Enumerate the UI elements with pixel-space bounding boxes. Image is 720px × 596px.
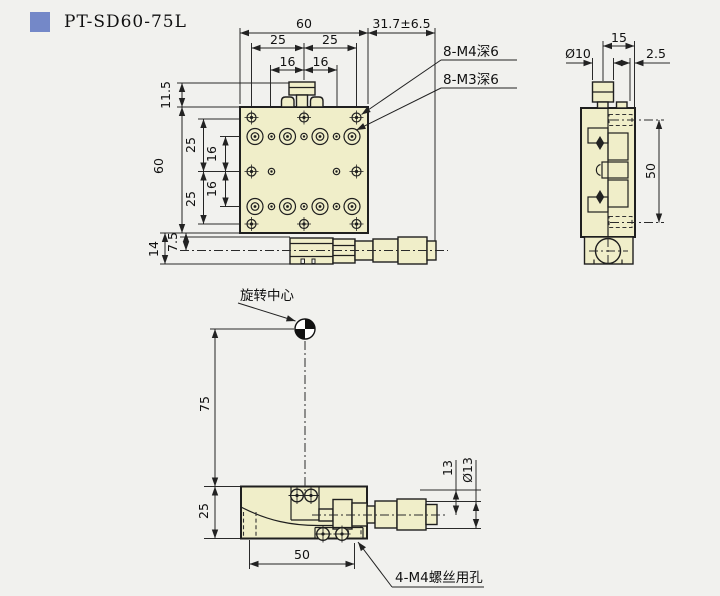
dim-knob-height: 11.5 (158, 81, 173, 109)
dim-v25-top: 25 (183, 137, 198, 153)
slider-profile (587, 127, 629, 213)
clamp-knob-stem (295, 94, 309, 108)
model-number: PT-SD60-75L (64, 12, 187, 32)
side-view-body (580, 81, 636, 265)
rotation-center-leader (237, 302, 296, 322)
pointer-marker (595, 136, 605, 150)
front-view: 4-M4螺丝用孔 旋转中心 75 25 13 Ø13 50 (196, 288, 484, 588)
dim-plate-thickness: 2.5 (646, 46, 666, 61)
dim-hole-left: 25 (270, 32, 286, 47)
dim-spindle-diameter: Ø13 (460, 457, 475, 483)
top-view-dimension-lines (161, 29, 435, 264)
top-view: 8-M4深6 8-M3深6 60 31.7±6.5 25 25 16 16 11… (146, 16, 517, 265)
front-view-callout: 4-M4螺丝用孔 (357, 541, 484, 588)
dim-knob-offset: 15 (611, 30, 627, 45)
hidden-base-hole-left (242, 512, 257, 537)
side-knob-stem (596, 101, 609, 109)
micrometer-mount-block (332, 498, 353, 530)
side-view: 15 Ø10 2.5 50 (565, 30, 670, 265)
knob-tab-left (280, 96, 295, 108)
top-view-dimension-labels: 60 31.7±6.5 25 25 16 16 11.5 60 25 16 16… (146, 16, 431, 257)
arc-guide-curve (240, 506, 362, 527)
front-view-extension-lines (204, 328, 481, 569)
rotation-center-symbol (294, 318, 316, 340)
side-top-tab (615, 101, 628, 109)
dim-stage-height: 25 (196, 503, 211, 519)
knob-tab-right (309, 96, 324, 108)
dim-travel: 31.7±6.5 (372, 16, 430, 31)
title-block: PT-SD60-75L (30, 12, 187, 32)
brand-square-icon (30, 12, 50, 32)
front-view-dimension-labels: 旋转中心 75 25 13 Ø13 50 (196, 288, 475, 562)
dim-knob-diameter: Ø10 (565, 46, 591, 61)
callout-m3-holes: 8-M3深6 (443, 72, 499, 88)
dim-axis-offset: 13 (440, 460, 455, 476)
front-view-body (240, 485, 438, 544)
dim-base-height: 14 (146, 241, 161, 257)
dim-width: 60 (296, 16, 312, 31)
dim-plate-height: 60 (151, 158, 166, 174)
dim-inner-left: 16 (280, 54, 296, 69)
callout-m4-holes: 8-M4深6 (443, 44, 499, 60)
side-view-centerlines (589, 119, 664, 265)
dim-axis-height: 7.5 (165, 232, 180, 252)
dim-v25-bottom: 25 (183, 191, 198, 207)
side-view-dimension-labels: 15 Ø10 2.5 50 (565, 30, 666, 179)
front-view-centerlines (304, 341, 447, 516)
pointer-marker (595, 190, 605, 204)
dim-hole-right: 25 (322, 32, 338, 47)
dim-base-hole-span: 50 (294, 547, 310, 562)
dim-inner-right: 16 (313, 54, 329, 69)
top-view-callouts: 8-M4深6 8-M3深6 (356, 44, 517, 131)
callout-base-screw-holes: 4-M4螺丝用孔 (395, 570, 483, 586)
front-view-dimension-lines (211, 329, 480, 568)
clamp-knob-head (288, 81, 316, 96)
side-view-dimension-lines (566, 42, 663, 223)
dim-v16-bottom: 16 (204, 181, 219, 197)
dim-rotation-height: 75 (197, 396, 212, 412)
dim-hole-span: 50 (643, 163, 658, 179)
dim-v16-top: 16 (204, 146, 219, 162)
top-view-stage-plate (239, 81, 369, 234)
rotation-center-label: 旋转中心 (240, 288, 294, 304)
